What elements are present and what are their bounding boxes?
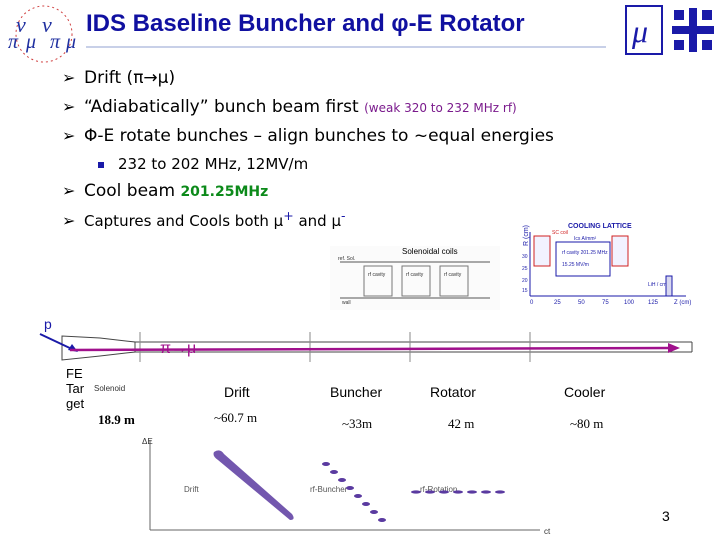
rf-range-note: (weak 320 to 232 MHz rf) <box>364 101 517 115</box>
svg-text:rf cavity 201.25 MHz: rf cavity 201.25 MHz <box>562 250 608 256</box>
pion-to-muon-label: π→μ <box>160 340 197 357</box>
svg-text:SC coil: SC coil <box>552 230 568 236</box>
svg-text:20: 20 <box>522 278 528 284</box>
cooling-lattice-diagram: COOLING LATTICE R (cm) SC coil rf cavity… <box>516 218 720 308</box>
proton-beam-arrow <box>39 333 75 351</box>
phase-region-drift: Drift <box>184 485 199 494</box>
cooling-lattice-title: COOLING LATTICE <box>568 223 632 230</box>
svg-text:ν: ν <box>42 12 52 37</box>
phase-y-label: ΔE <box>142 437 153 446</box>
svg-text:25: 25 <box>554 300 561 306</box>
cooler-frequency: 201.25MHz <box>180 184 269 200</box>
bullet-captures: ➢Captures and Cools both μ+ and μ- <box>62 208 346 230</box>
section-cooler-name: Cooler <box>564 384 606 400</box>
muon-collaboration-logo: ν ν π μ π μ <box>8 5 76 63</box>
front-end-target-label: FE Tar get <box>66 366 85 411</box>
mu-logo: μ <box>625 5 663 55</box>
bullet-drift: ➢Drift (π→μ) <box>62 68 176 88</box>
svg-text:Z (cm): Z (cm) <box>674 300 691 306</box>
sub-bullet-rotator-rf: 232 to 202 MHz, 12MV/m <box>98 155 308 173</box>
target-section-length: 18.9 m <box>98 412 135 427</box>
bullet-arrow-icon: ➢ <box>62 126 76 145</box>
bullet-arrow-icon: ➢ <box>62 211 76 230</box>
section-drift-name: Drift <box>224 384 250 400</box>
page-number: 3 <box>662 508 670 524</box>
svg-text:μ: μ <box>65 31 76 53</box>
phase-bunches-rotated <box>411 490 505 494</box>
svg-text:μ: μ <box>631 13 648 49</box>
svg-text:25: 25 <box>522 266 528 272</box>
svg-text:rf cavity: rf cavity <box>444 272 462 278</box>
svg-text:ν: ν <box>16 12 26 37</box>
beamline-diagram <box>39 332 693 362</box>
proton-label: p <box>44 316 52 332</box>
solenoid-diagram-title: Solenoidal coils <box>402 247 458 256</box>
phase-blob-drift <box>213 450 294 520</box>
svg-text:R (cm): R (cm) <box>523 225 530 246</box>
bullet-rotate: ➢Φ-E rotate bunches – align bunches to ~… <box>62 126 554 146</box>
slide-title: IDS Baseline Buncher and φ-E Rotator <box>86 10 525 37</box>
section-rotator-name: Rotator <box>430 384 476 400</box>
bullet-arrow-icon: ➢ <box>62 97 76 116</box>
svg-text:π: π <box>8 31 19 53</box>
phase-bunches-buncher <box>322 462 386 522</box>
svg-text:rf cavity: rf cavity <box>368 272 386 278</box>
phase-region-buncher: rf-Buncher <box>310 485 348 494</box>
section-cooler-length: ~80 m <box>570 416 604 431</box>
svg-text:75: 75 <box>602 300 609 306</box>
svg-text:LiH / cm: LiH / cm <box>648 282 666 288</box>
svg-text:wall: wall <box>342 300 351 306</box>
solenoid-cavity-diagram: Solenoidal coils rf cavity rf cavity rf … <box>330 246 500 310</box>
svg-text:100: 100 <box>624 300 635 306</box>
bullet-cool: ➢Cool beam 201.25MHz <box>62 181 269 201</box>
section-buncher-name: Buncher <box>330 384 383 400</box>
svg-text:50: 50 <box>578 300 585 306</box>
phase-region-rotation: rf-Rotation <box>420 485 457 494</box>
svg-text:15.25 MV/m: 15.25 MV/m <box>562 262 589 268</box>
bullet-arrow-icon: ➢ <box>62 181 76 200</box>
section-drift-length: ~60.7 m <box>214 410 258 425</box>
phase-space-plot: ΔE ct Drift rf-Buncher rf-Rotation <box>142 437 551 536</box>
svg-text:ref. Sol.: ref. Sol. <box>338 256 355 262</box>
pion-muon-beam-arrow <box>69 346 671 352</box>
svg-text:Ics A/mm²: Ics A/mm² <box>574 236 597 242</box>
phase-x-label: ct <box>544 527 551 536</box>
svg-text:125: 125 <box>648 300 659 306</box>
svg-text:rf cavity: rf cavity <box>406 272 424 278</box>
square-bullet-icon <box>98 161 104 168</box>
section-buncher-length: ~33m <box>342 416 373 431</box>
solenoid-label: Solenoid <box>94 384 126 393</box>
svg-text:15: 15 <box>522 288 528 294</box>
bullet-adiabatic: ➢“Adiabatically” bunch beam first (weak … <box>62 97 517 117</box>
section-rotator-length: 42 m <box>448 416 475 431</box>
title-underline <box>86 46 606 48</box>
svg-text:30: 30 <box>522 254 528 260</box>
bullet-arrow-icon: ➢ <box>62 68 76 87</box>
svg-text:π: π <box>50 31 61 53</box>
svg-text:μ: μ <box>25 31 36 53</box>
fermilab-logo <box>668 4 718 56</box>
svg-text:0: 0 <box>530 300 534 306</box>
